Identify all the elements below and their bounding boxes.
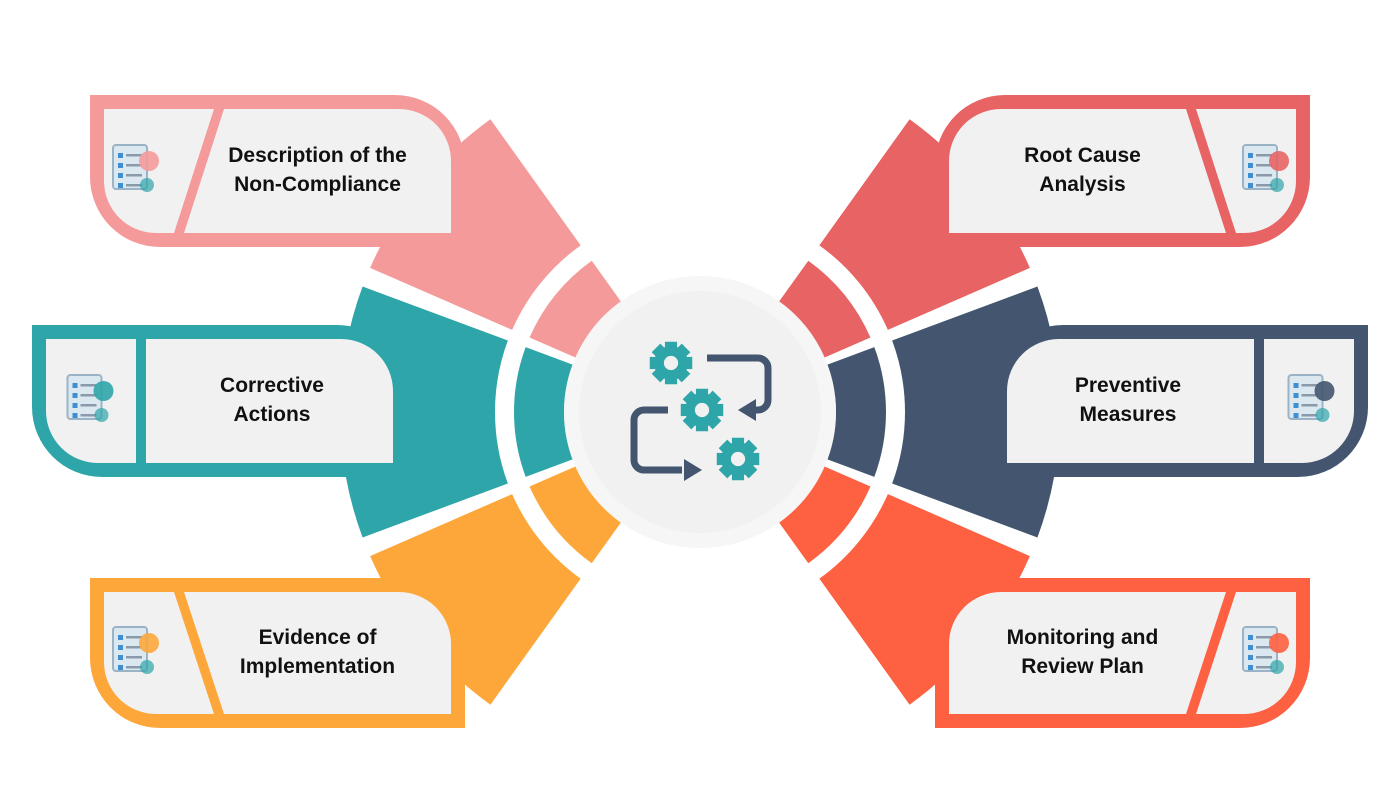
inner-band-arc bbox=[779, 466, 871, 564]
card-panel bbox=[1007, 339, 1354, 463]
outer-arm-arc bbox=[819, 494, 1030, 705]
gears-cycle-icon bbox=[630, 341, 772, 481]
evidence-label: Evidence of Implementation bbox=[194, 623, 441, 681]
clipboard-warning-gavel-icon bbox=[112, 144, 159, 192]
person-dashboard-icon bbox=[112, 626, 159, 674]
arrow-head bbox=[738, 399, 756, 421]
arrow-return-icon bbox=[707, 354, 772, 414]
label-line: Analysis bbox=[1039, 173, 1126, 196]
person-analytics-icon bbox=[1287, 374, 1335, 422]
card-divider bbox=[1186, 592, 1236, 714]
root-cause-card bbox=[935, 95, 1310, 247]
card-divider bbox=[136, 339, 146, 463]
label-line: Evidence of bbox=[258, 626, 377, 649]
center-hub bbox=[564, 276, 836, 548]
gear-icon bbox=[649, 341, 693, 385]
corrective-actions-card bbox=[32, 325, 407, 477]
label-line: Implementation bbox=[239, 655, 396, 678]
label-line: Measures bbox=[1079, 403, 1177, 426]
inner-band-arc bbox=[529, 260, 621, 358]
label-line: Non-Compliance bbox=[234, 173, 401, 196]
label-line: Actions bbox=[233, 403, 311, 426]
arrow-forward-icon bbox=[630, 406, 682, 474]
label-line: Preventive bbox=[1074, 374, 1182, 397]
label-line: Review Plan bbox=[1021, 655, 1144, 678]
card-divider bbox=[1186, 109, 1236, 233]
card-divider bbox=[174, 592, 224, 714]
inner-band-arc bbox=[827, 347, 887, 477]
evidence-card bbox=[90, 578, 465, 728]
monitoring-card bbox=[935, 578, 1310, 728]
cards-layer bbox=[32, 95, 1368, 728]
label-line: Monitoring and bbox=[1006, 626, 1159, 649]
label-line: Description of the bbox=[228, 144, 407, 167]
preventive-card bbox=[993, 325, 1368, 477]
inner-band-arc bbox=[779, 260, 871, 358]
outer-arm-arc bbox=[370, 119, 581, 330]
monitor-chart-icon bbox=[1242, 626, 1289, 674]
outer-arm-arc bbox=[819, 119, 1030, 330]
non-compliance-card bbox=[90, 95, 465, 247]
outer-arm-arc bbox=[370, 494, 581, 705]
gear-process-check-icon bbox=[66, 374, 114, 422]
inner-band-arc bbox=[529, 466, 621, 564]
label-line: Root Cause bbox=[1024, 144, 1141, 167]
card-panel bbox=[46, 339, 393, 463]
gear-icon bbox=[680, 388, 724, 432]
gear-icon bbox=[716, 437, 760, 481]
card-divider bbox=[1254, 339, 1264, 463]
card-panel bbox=[949, 592, 1296, 714]
inner-band-arc bbox=[514, 347, 573, 477]
fishbone-analysis-icon bbox=[1242, 144, 1289, 192]
label-line: Corrective bbox=[220, 374, 324, 397]
arrow-head bbox=[684, 459, 702, 481]
card-panel bbox=[949, 109, 1296, 233]
card-divider bbox=[174, 109, 224, 233]
